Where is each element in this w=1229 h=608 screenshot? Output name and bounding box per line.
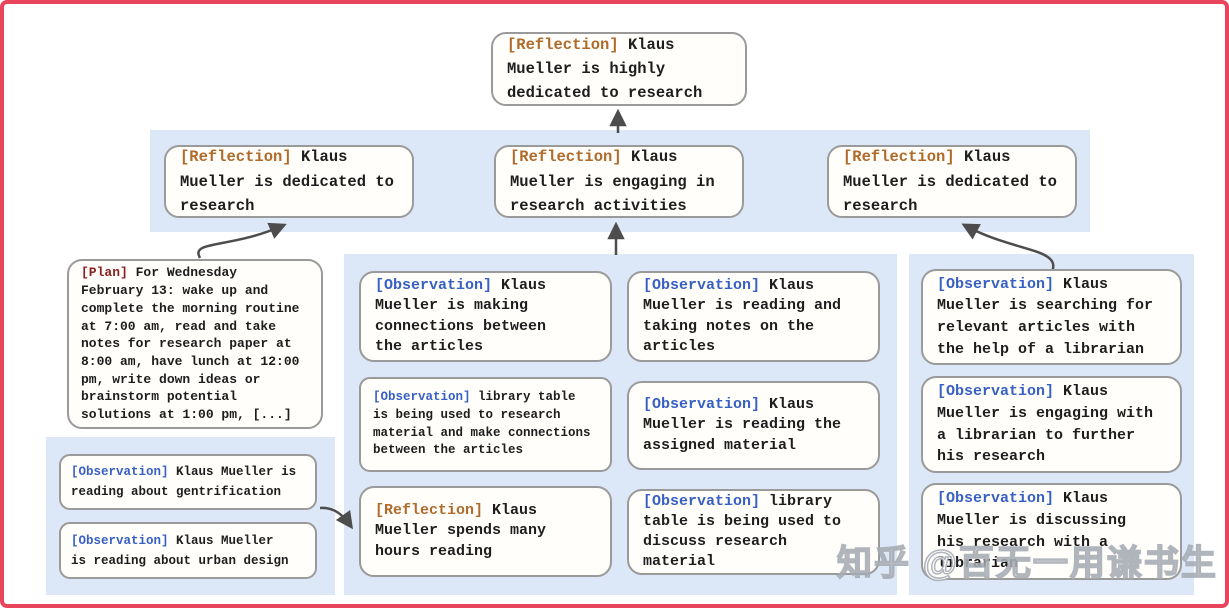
node-reflection-mid: [Reflection] Klaus Mueller is engaging i…: [494, 145, 744, 218]
node-reflection-right: [Reflection] Klaus Mueller is dedicated …: [827, 145, 1077, 218]
node-body: Klaus Mueller is highly dedicated to res…: [507, 35, 703, 103]
node-reflection-left: [Reflection] Klaus Mueller is dedicated …: [164, 145, 414, 218]
node-body: Klaus Mueller is making connections betw…: [375, 277, 547, 355]
observation-tag: [Observation]: [937, 383, 1055, 400]
node-body: library table is being used to research …: [373, 390, 591, 458]
node-observation-discussing-research: [Observation] Klaus Mueller is discussin…: [921, 483, 1182, 580]
observation-tag: [Observation]: [643, 277, 761, 294]
node-body: Klaus Mueller is dedicated to research: [843, 148, 1057, 215]
node-observation-assigned-material: [Observation] Klaus Mueller is reading t…: [627, 381, 880, 470]
observation-tag: [Observation]: [643, 396, 761, 414]
node-body: For Wednesday February 13: wake up and c…: [81, 265, 300, 422]
node-body: Klaus Mueller is reading about gentrific…: [71, 465, 297, 499]
node-body: Klaus Mueller is reading about urban des…: [71, 533, 289, 568]
node-body: Klaus Mueller is dedicated to research: [180, 148, 394, 215]
observation-tag: [Observation]: [643, 492, 761, 510]
observation-tag: [Observation]: [71, 533, 169, 548]
node-plan: [Plan] For Wednesday February 13: wake u…: [67, 259, 323, 429]
node-body: library table is being used to discuss r…: [643, 492, 842, 571]
node-observation-engaging-librarian: [Observation] Klaus Mueller is engaging …: [921, 376, 1182, 473]
node-body: Klaus Mueller is reading and taking note…: [643, 277, 842, 355]
observation-tag: [Observation]: [937, 490, 1055, 507]
node-observation-taking-notes: [Observation] Klaus Mueller is reading a…: [627, 271, 880, 362]
node-observation-urban-design: [Observation] Klaus Mueller is reading a…: [59, 522, 317, 579]
reflection-tag: [Reflection]: [507, 35, 619, 54]
node-observation-library-research: [Observation] library table is being use…: [359, 377, 612, 472]
node-observation-searching-articles: [Observation] Klaus Mueller is searching…: [921, 269, 1182, 365]
node-reflection-hours-reading: [Reflection] Klaus Mueller spends many h…: [359, 486, 612, 577]
observation-tag: [Observation]: [71, 465, 169, 479]
observation-tag: [Observation]: [373, 390, 471, 404]
reflection-tag: [Reflection]: [843, 148, 955, 167]
node-observation-connections: [Observation] Klaus Mueller is making co…: [359, 271, 612, 362]
reflection-tag: [Reflection]: [375, 502, 484, 520]
node-body: Klaus Mueller spends many hours reading: [375, 502, 547, 560]
node-observation-library-discuss: [Observation] library table is being use…: [627, 489, 880, 575]
node-observation-gentrification: [Observation] Klaus Mueller is reading a…: [59, 454, 317, 510]
node-body: Klaus Mueller is engaging in research ac…: [510, 148, 715, 215]
plan-tag: [Plan]: [81, 265, 128, 281]
observation-tag: [Observation]: [375, 277, 493, 294]
observation-tag: [Observation]: [937, 275, 1055, 293]
reflection-tag: [Reflection]: [510, 148, 622, 167]
node-body: Klaus Mueller is engaging with a librari…: [937, 383, 1154, 466]
node-body: Klaus Mueller is searching for relevant …: [937, 275, 1154, 358]
reflection-tag: [Reflection]: [180, 148, 292, 167]
node-body: Klaus Mueller is discussing his research…: [937, 490, 1127, 573]
node-body: Klaus Mueller is reading the assigned ma…: [643, 396, 842, 454]
node-reflection-root: [Reflection] Klaus Mueller is highly ded…: [491, 32, 747, 106]
